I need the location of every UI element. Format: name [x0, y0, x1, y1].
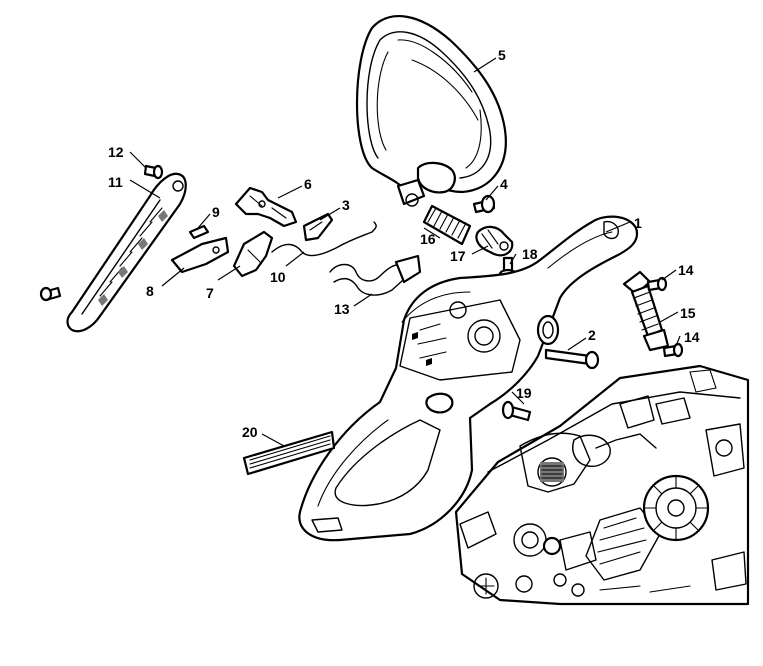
callout-10: 10 — [270, 269, 286, 285]
callout-13: 13 — [334, 301, 350, 317]
part-label-20 — [242, 430, 336, 476]
callout-2: 2 — [588, 327, 596, 343]
callout-8: 8 — [146, 283, 154, 299]
callout-18: 18 — [522, 246, 538, 262]
part-wire-10 — [271, 221, 377, 257]
part-throttle-6 — [234, 186, 298, 228]
part-screw-12 — [143, 164, 164, 180]
callout-1: 1 — [634, 215, 642, 231]
callout-19: 19 — [516, 385, 532, 401]
callout-5: 5 — [498, 47, 506, 63]
part-av-spring-15 — [622, 270, 670, 352]
callouts: 1 2 3 4 5 6 7 8 9 10 11 12 13 14 15 14 1… — [108, 47, 700, 440]
part-rear-handle-1 — [298, 215, 639, 542]
part-molding-11 — [66, 172, 187, 333]
callout-17: 17 — [450, 248, 466, 264]
part-plate-8 — [170, 236, 230, 274]
callout-3: 3 — [342, 197, 350, 213]
part-pin-9 — [188, 224, 210, 240]
part-bolt-19 — [501, 400, 532, 422]
callout-7: 7 — [206, 285, 214, 301]
callout-4: 4 — [500, 176, 508, 192]
part-screw-lower-left — [39, 286, 62, 302]
part-interlock-7 — [232, 230, 274, 278]
part-screw-14-bottom — [662, 342, 684, 358]
part-front-handlebar — [355, 14, 507, 207]
callout-6: 6 — [304, 176, 312, 192]
callout-15: 15 — [680, 305, 696, 321]
callout-11: 11 — [108, 174, 123, 190]
part-spring-clip-13 — [329, 254, 422, 296]
part-lever-3 — [302, 212, 334, 242]
callout-14-bottom: 14 — [684, 329, 700, 345]
callout-9: 9 — [212, 204, 220, 220]
part-bolt-2 — [544, 348, 600, 370]
part-screw-14-top — [646, 276, 668, 292]
part-bracket-17 — [475, 225, 514, 257]
part-screw-4 — [472, 194, 496, 214]
part-spring-16 — [422, 204, 472, 246]
callout-16: 16 — [420, 231, 436, 247]
engine-housing — [454, 364, 750, 606]
callout-14-top: 14 — [678, 262, 694, 278]
callout-20: 20 — [242, 424, 258, 440]
leader-lines — [129, 57, 681, 447]
callout-12: 12 — [108, 144, 124, 160]
